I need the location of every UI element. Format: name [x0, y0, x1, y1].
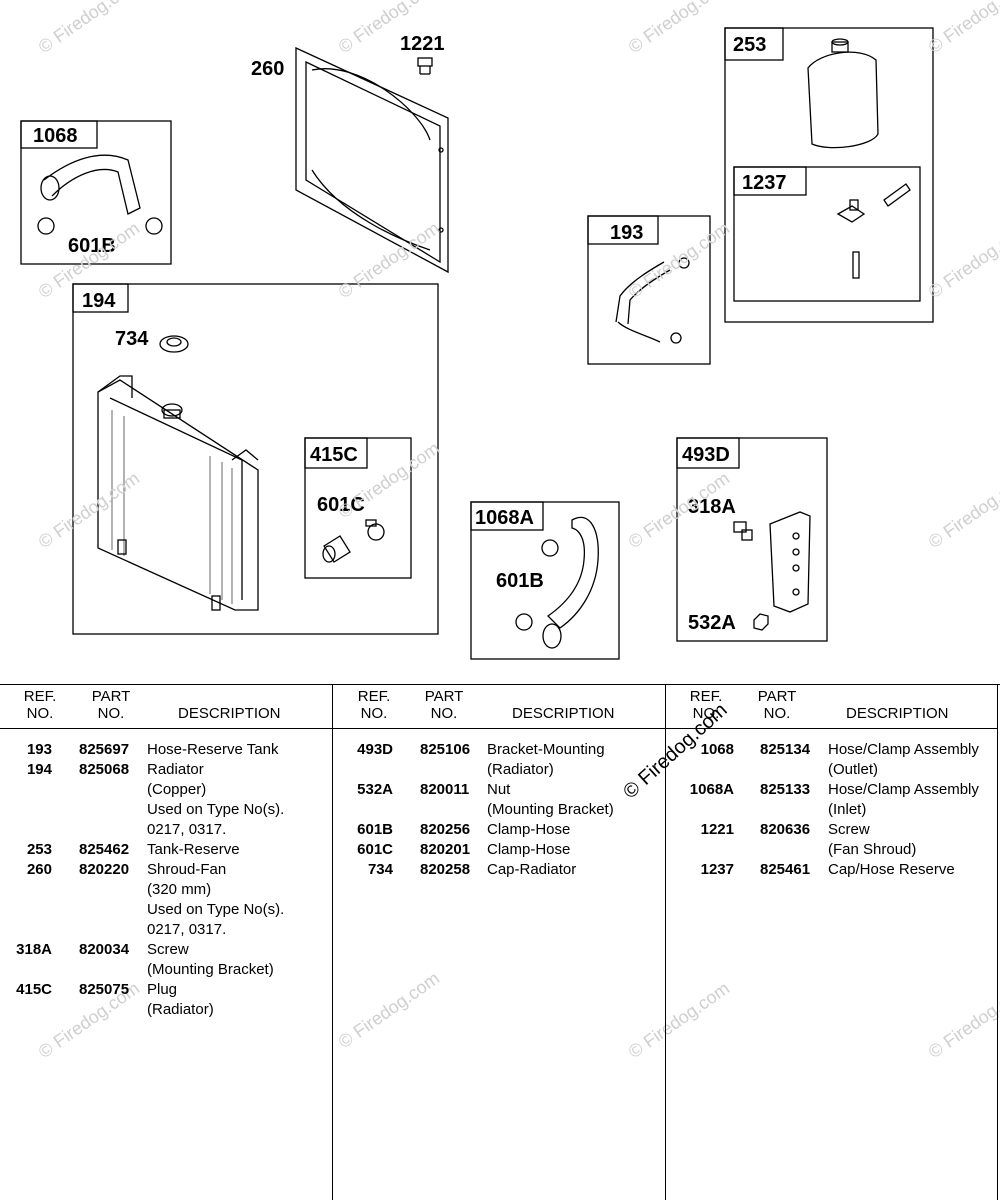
- header-ref: REF.NO.: [23, 688, 57, 722]
- label-734: 734: [115, 328, 149, 350]
- mounting-bracket-part: [733, 511, 811, 631]
- outlet-hose-part: [37, 154, 163, 235]
- screw-part: [417, 57, 433, 75]
- label-601b-top: 601B: [68, 235, 116, 257]
- radiator-part: [97, 375, 259, 611]
- label-318a: 318A: [688, 496, 736, 518]
- header-description: DESCRIPTION: [512, 705, 615, 722]
- box-194: [72, 283, 439, 635]
- label-415c: 415C: [310, 444, 358, 466]
- header-description: DESCRIPTION: [178, 705, 281, 722]
- exploded-view: 260 1221 253 1237 1068 601B 193 194 734 …: [20, 27, 934, 660]
- label-260: 260: [251, 58, 284, 80]
- reserve-hose-part: [615, 257, 690, 344]
- label-193: 193: [610, 222, 643, 244]
- header-description: DESCRIPTION: [846, 705, 949, 722]
- fan-shroud-part: [295, 46, 449, 274]
- label-532a: 532A: [688, 612, 736, 634]
- inlet-hose-part: [515, 516, 599, 649]
- label-194: 194: [82, 290, 116, 312]
- label-601c: 601C: [317, 494, 365, 516]
- label-493d: 493D: [682, 444, 730, 466]
- box-253: [724, 27, 934, 323]
- box-493d: [676, 437, 828, 642]
- label-253: 253: [733, 34, 766, 56]
- label-1237: 1237: [742, 172, 787, 194]
- label-1068: 1068: [33, 125, 78, 147]
- radiator-cap-part: [159, 335, 189, 353]
- label-601b-bottom: 601B: [496, 570, 544, 592]
- box-1237: [733, 166, 921, 302]
- reserve-tank-part: [807, 38, 879, 149]
- cap-hose-reserve-part: [836, 183, 911, 279]
- box-1068a: [470, 501, 620, 660]
- header-ref: REF.NO.: [357, 688, 391, 722]
- plug-part: [322, 519, 385, 563]
- header-ref: REF.NO.: [689, 688, 723, 722]
- label-1221: 1221: [400, 33, 445, 55]
- parts-diagram: 260 1221 253 1237 1068 601B 193 194 734 …: [20, 27, 934, 660]
- label-1068a: 1068A: [475, 507, 534, 529]
